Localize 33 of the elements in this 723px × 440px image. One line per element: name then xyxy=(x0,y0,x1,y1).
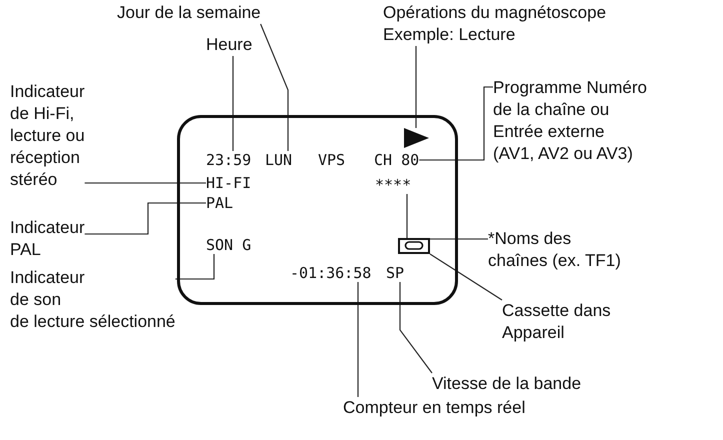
screen-readout: CH 80 xyxy=(374,151,420,169)
leader-line xyxy=(430,254,502,300)
leader-line xyxy=(232,56,234,151)
callout-label: Indicateur de Hi-Fi, lecture ou réception stéréo xyxy=(10,81,85,191)
screen-readout: SP xyxy=(386,264,404,282)
screen-readout: VPS xyxy=(318,151,346,169)
screen-readout: 23:59 xyxy=(206,151,252,169)
callout-label: Heure xyxy=(206,34,252,56)
screen-readout: LUN xyxy=(265,151,292,169)
callout-label: Compteur en temps réel xyxy=(343,397,526,419)
screen-readout: -01:36:58 xyxy=(290,264,372,282)
callout-label: *Noms des chaînes (ex. TF1) xyxy=(488,228,621,272)
callout-label: Jour de la semaine xyxy=(117,2,261,24)
leader-line xyxy=(399,282,432,374)
callout-label: Programme Numéro de la chaîne ou Entrée externe (AV1, AV2 ou AV3) xyxy=(493,77,647,165)
callout-label: Opérations du magnétoscope Exemple: Lecture xyxy=(383,2,606,46)
cassette-icon xyxy=(398,238,430,254)
screen-readout: PAL xyxy=(206,194,234,212)
play-icon xyxy=(404,128,429,148)
leader-line xyxy=(84,182,206,184)
leader-line xyxy=(415,46,417,128)
leader-line xyxy=(419,86,493,161)
leader-line xyxy=(84,202,206,235)
leader-line xyxy=(357,282,359,397)
callout-label: Cassette dans Appareil xyxy=(502,300,611,344)
callout-label: Vitesse de la bande xyxy=(432,373,582,395)
screen-readout: SON G xyxy=(206,236,252,254)
callout-label: Indicateur PAL xyxy=(10,217,85,261)
display-screen xyxy=(177,115,458,305)
screen-readout: HI-FI xyxy=(206,174,252,192)
callout-label: Indicateur de son de lecture sélectionné xyxy=(10,267,176,333)
leader-line xyxy=(260,24,289,151)
screen-readout: **** xyxy=(375,176,412,194)
